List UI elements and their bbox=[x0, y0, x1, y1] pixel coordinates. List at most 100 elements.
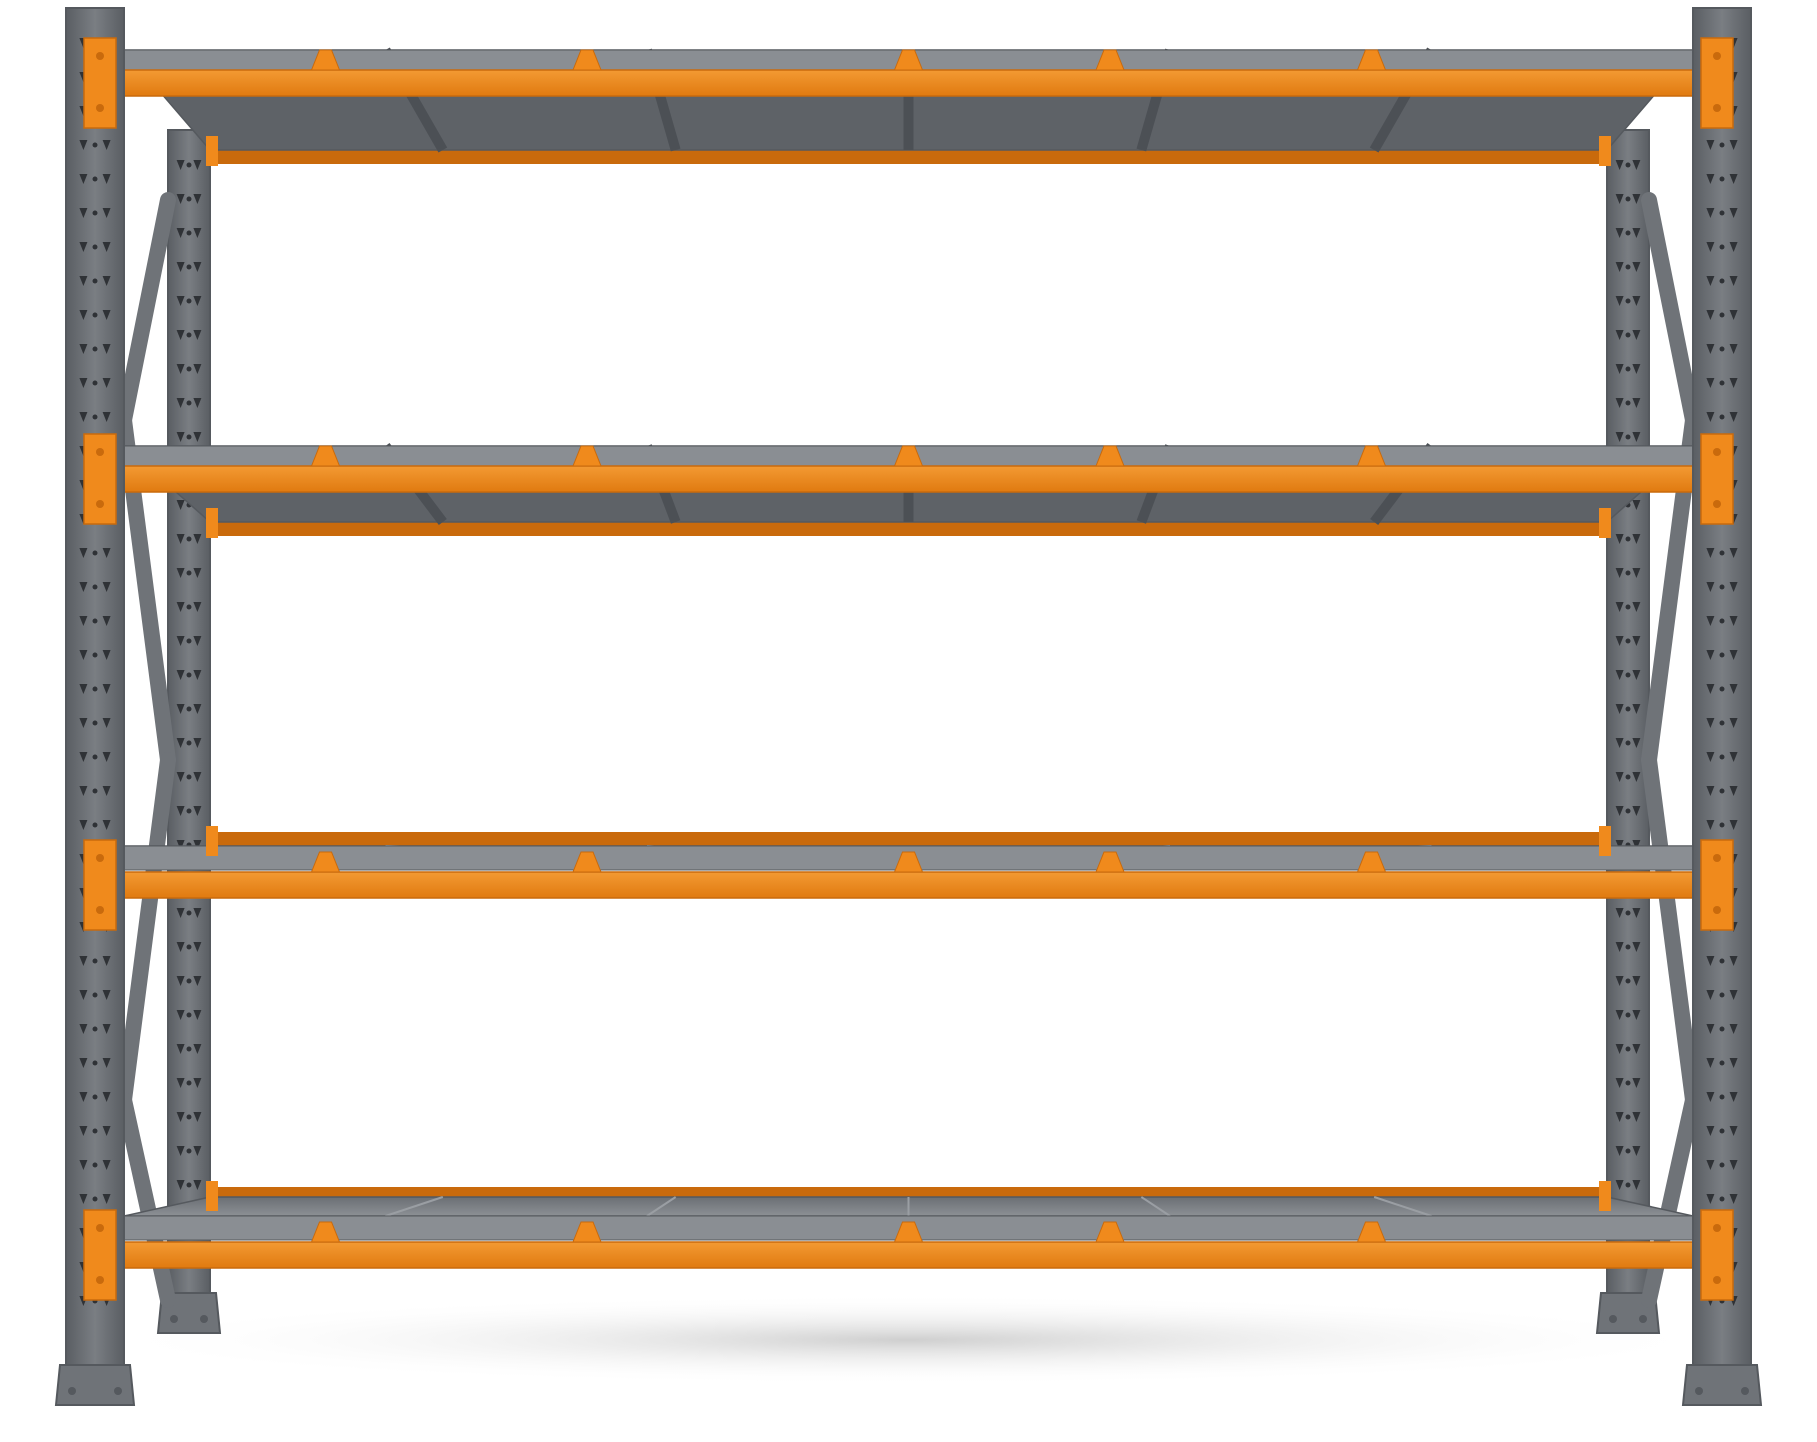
upright-hole bbox=[1719, 686, 1725, 692]
upright-hole bbox=[1615, 330, 1624, 340]
upright-hole bbox=[79, 616, 88, 626]
upright-hole bbox=[1615, 1044, 1624, 1054]
upright-hole bbox=[1632, 840, 1641, 850]
connector-bolt bbox=[1713, 52, 1721, 60]
upright-hole bbox=[1706, 684, 1715, 694]
upright-hole bbox=[193, 568, 202, 578]
upright-hole bbox=[1706, 412, 1715, 422]
upright-hole bbox=[1615, 568, 1624, 578]
bolt bbox=[1639, 1315, 1647, 1323]
upright-hole bbox=[102, 276, 111, 286]
upright-hole bbox=[1719, 550, 1725, 556]
deck-clip bbox=[310, 1221, 341, 1243]
upright-hole bbox=[1729, 174, 1738, 184]
upright-hole bbox=[176, 262, 185, 272]
upright-hole bbox=[1719, 720, 1725, 726]
upright-hole bbox=[1632, 568, 1641, 578]
upright-hole bbox=[79, 140, 88, 150]
upright-hole bbox=[1632, 806, 1641, 816]
upright-hole bbox=[176, 670, 185, 680]
upright-hole bbox=[186, 230, 192, 236]
upright-hole bbox=[176, 432, 185, 442]
upright-hole bbox=[186, 536, 192, 542]
upright-hole bbox=[1615, 1112, 1624, 1122]
deck-seam bbox=[1373, 1196, 1432, 1217]
upright-hole bbox=[1632, 228, 1641, 238]
upright-hole bbox=[1706, 378, 1715, 388]
deck-clip bbox=[1095, 1221, 1125, 1243]
upright-hole bbox=[193, 1112, 202, 1122]
upright-hole bbox=[1706, 990, 1715, 1000]
upright-hole bbox=[1729, 276, 1738, 286]
upright-hole bbox=[102, 752, 111, 762]
upright-hole bbox=[92, 720, 98, 726]
upright-hole bbox=[176, 500, 185, 510]
upright-hole bbox=[186, 1182, 192, 1188]
upright-hole bbox=[1615, 194, 1624, 204]
shelf-level bbox=[83, 37, 1734, 166]
deck-clip bbox=[1095, 851, 1125, 873]
left-brace bbox=[116, 752, 176, 1108]
upright-hole bbox=[1719, 822, 1725, 828]
front-beam bbox=[121, 871, 1696, 899]
connector-bolt bbox=[96, 52, 104, 60]
bolt bbox=[1741, 1387, 1749, 1395]
upright-hole bbox=[186, 808, 192, 814]
upright-hole bbox=[176, 398, 185, 408]
upright-hole bbox=[176, 942, 185, 952]
connector-bolt bbox=[96, 448, 104, 456]
upright-hole bbox=[1632, 500, 1641, 510]
side-bracing bbox=[116, 192, 1701, 1308]
upright-hole bbox=[193, 160, 202, 170]
upright-hole bbox=[193, 976, 202, 986]
shelves bbox=[83, 37, 1734, 1301]
upright-hole bbox=[92, 346, 98, 352]
upright-hole bbox=[186, 1080, 192, 1086]
upright-hole bbox=[1615, 670, 1624, 680]
upright-hole bbox=[1719, 142, 1725, 148]
upright-hole bbox=[79, 582, 88, 592]
upright-hole bbox=[1706, 276, 1715, 286]
upright-hole bbox=[1719, 1196, 1725, 1202]
upright-hole bbox=[102, 582, 111, 592]
upright-hole bbox=[1729, 786, 1738, 796]
front-frame bbox=[54, 7, 1763, 1406]
upright-hole bbox=[1729, 548, 1738, 558]
beam-connector-left bbox=[83, 37, 117, 129]
upright-hole bbox=[176, 1180, 185, 1190]
upright-hole bbox=[1632, 908, 1641, 918]
back-connector-right bbox=[1599, 1181, 1611, 1211]
upright-hole bbox=[92, 788, 98, 794]
upright-hole bbox=[79, 1160, 88, 1170]
upright-hole bbox=[176, 772, 185, 782]
upright-hole bbox=[1625, 604, 1631, 610]
upright-hole bbox=[1632, 636, 1641, 646]
upright-hole bbox=[79, 752, 88, 762]
upright-hole bbox=[1615, 908, 1624, 918]
upright-hole bbox=[1706, 548, 1715, 558]
upright-hole bbox=[92, 244, 98, 250]
upright-hole bbox=[193, 670, 202, 680]
upright-hole bbox=[102, 684, 111, 694]
upright-hole bbox=[193, 1010, 202, 1020]
upright-hole bbox=[193, 908, 202, 918]
upright-hole bbox=[1632, 670, 1641, 680]
upright-hole bbox=[102, 208, 111, 218]
upright-hole bbox=[92, 1094, 98, 1100]
floor-shadow bbox=[88, 1295, 1728, 1385]
upright-hole bbox=[1632, 602, 1641, 612]
upright-hole bbox=[1706, 242, 1715, 252]
upright-hole bbox=[1719, 346, 1725, 352]
upright-hole bbox=[1729, 1126, 1738, 1136]
upright-hole bbox=[193, 228, 202, 238]
upright-hole bbox=[1706, 174, 1715, 184]
upright-hole bbox=[79, 1024, 88, 1034]
upright-hole bbox=[176, 296, 185, 306]
upright-hole bbox=[1719, 584, 1725, 590]
front-right-footplate bbox=[1681, 1364, 1763, 1406]
upright-hole bbox=[102, 1126, 111, 1136]
upright-hole bbox=[79, 548, 88, 558]
back-connector-left bbox=[206, 136, 218, 166]
deck-clip bbox=[572, 851, 602, 873]
deck-clip bbox=[1356, 445, 1387, 467]
